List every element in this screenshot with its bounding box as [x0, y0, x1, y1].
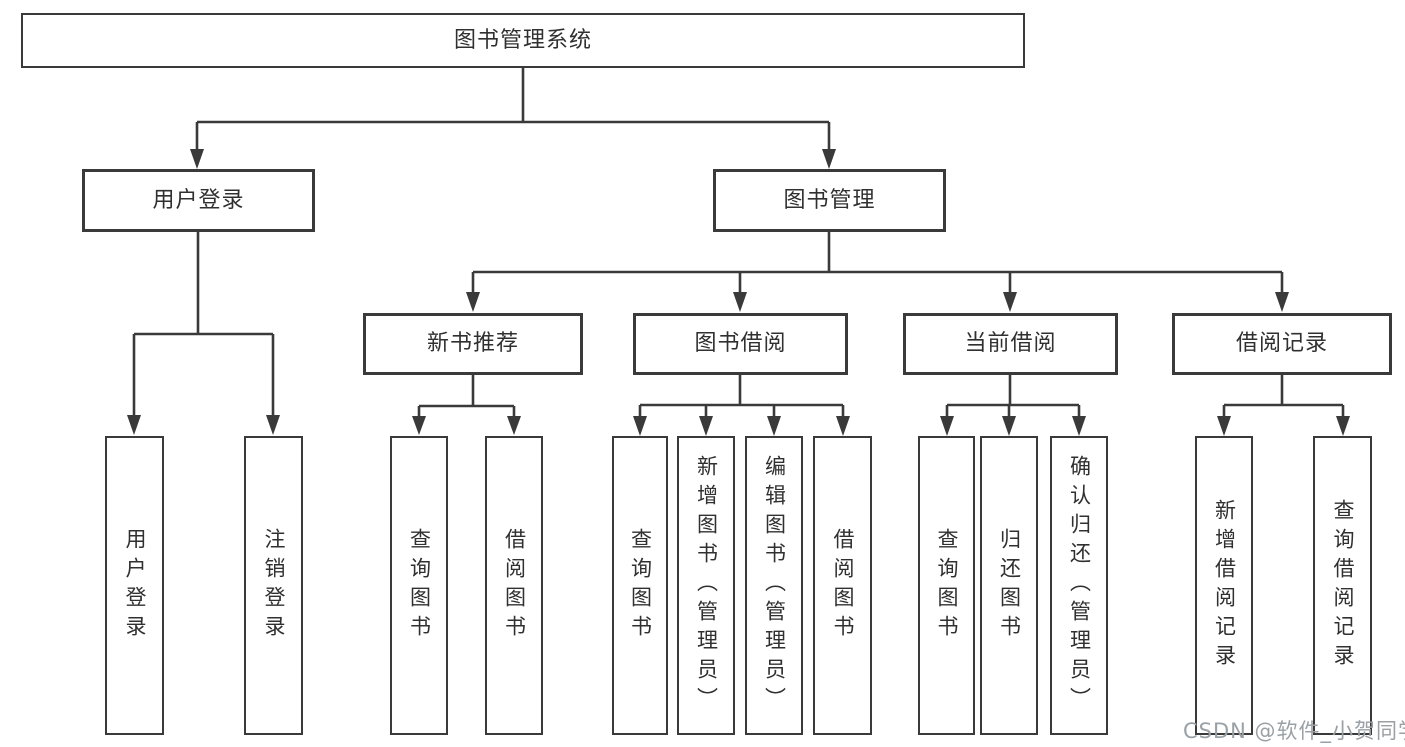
- leaf-logout-login: 注销登录: [244, 436, 303, 735]
- leaf-user-login: 用户登录: [105, 436, 164, 735]
- leaf-edit-books-admin: 编辑图书（管理员）: [745, 436, 803, 735]
- connector-new-book-to-leaves: [412, 375, 521, 435]
- leaf-add-borrow-record: 新增借阅记录: [1195, 436, 1253, 735]
- node-book-borrow: 图书借阅: [633, 313, 848, 375]
- leaf-query-books-borrow: 查询图书: [612, 436, 668, 735]
- leaf-borrow-books: 借阅图书: [813, 436, 872, 735]
- leaf-query-books-recommend: 查询图书: [390, 436, 448, 735]
- connector-borrow-record-to-leaves: [1217, 375, 1350, 436]
- node-current-borrow: 当前借阅: [903, 313, 1118, 375]
- leaf-add-books-admin: 新增图书（管理员）: [677, 436, 735, 735]
- node-library-management-system: 图书管理系统: [21, 13, 1025, 68]
- node-new-book-recommend: 新书推荐: [363, 313, 583, 375]
- connector-book-management-to-level3: [466, 232, 1289, 312]
- node-book-management: 图书管理: [713, 169, 946, 232]
- connector-book-borrow-to-leaves: [633, 375, 850, 436]
- connector-root-to-level2: [190, 68, 836, 169]
- leaf-confirm-return-admin: 确认归还（管理员）: [1050, 436, 1108, 735]
- leaf-borrow-books-recommend: 借阅图书: [485, 436, 543, 735]
- connector-current-borrow-to-leaves: [940, 374, 1086, 436]
- leaf-return-books: 归还图书: [980, 436, 1038, 735]
- leaf-query-books-current: 查询图书: [918, 436, 975, 735]
- watermark: CSDN @软件_小贺同学: [1183, 719, 1405, 743]
- node-user-login: 用户登录: [82, 169, 315, 232]
- node-borrow-record: 借阅记录: [1172, 313, 1392, 375]
- leaf-query-borrow-record: 查询借阅记录: [1313, 436, 1372, 735]
- connector-user-login-to-leaves: [127, 232, 280, 435]
